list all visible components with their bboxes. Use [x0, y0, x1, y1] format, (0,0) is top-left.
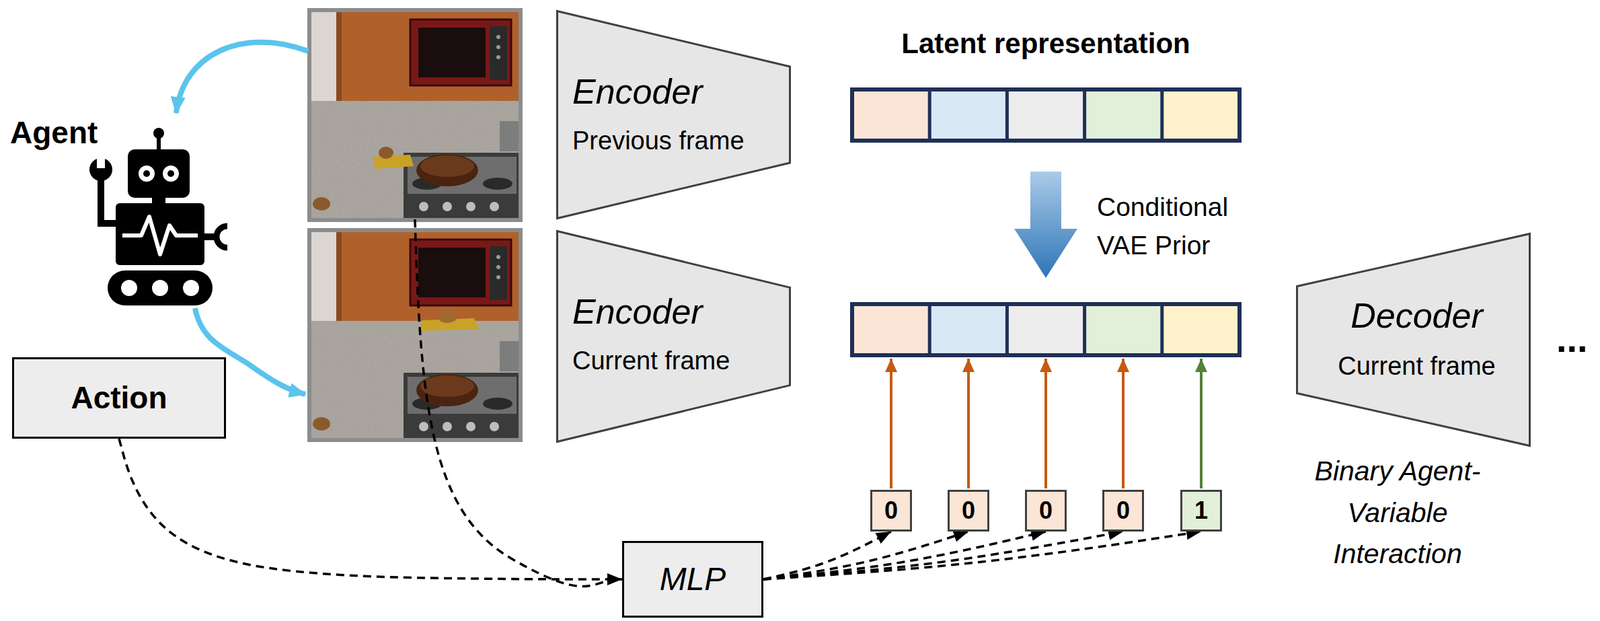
node-title: 1: [1194, 495, 1208, 525]
robot-treads: [107, 270, 213, 306]
encoder-block: EncoderPrevious frame: [556, 10, 791, 220]
potato: [378, 146, 394, 159]
mlp-box: MLP: [622, 540, 764, 618]
latent-cell: [1006, 89, 1085, 141]
latent-cell: [929, 303, 1007, 356]
latent-bar: [852, 303, 1240, 356]
latent-divider: [929, 89, 1163, 141]
latent-cell: [852, 89, 930, 141]
binary-box: 0: [1102, 489, 1145, 532]
robot-pupil: [143, 170, 150, 177]
agent-label: Agent: [10, 114, 98, 152]
latent-border: [852, 303, 1240, 356]
section-title: Latent representation: [844, 26, 1248, 61]
interaction-label: Binary Agent-Variable Interaction: [1283, 450, 1512, 576]
node-title: Action: [70, 379, 167, 417]
latent-cell: [1162, 303, 1240, 356]
kitchen-image: [309, 10, 521, 220]
robot-pupil: [167, 170, 175, 177]
interaction-arrow: [1044, 358, 1048, 489]
interaction-arrow: [889, 358, 893, 489]
latent-cell: [852, 303, 930, 356]
latent-border: [852, 89, 1240, 141]
latent-cell: [1084, 89, 1163, 141]
latent-bar: [852, 89, 1240, 141]
latent-cell: [929, 89, 1007, 141]
robot-antenna: [153, 127, 165, 139]
potato: [437, 309, 458, 323]
node-title: 0: [1116, 495, 1130, 525]
node-title: Encoder: [572, 290, 703, 333]
trapezoid-outline: [557, 11, 791, 219]
node-title: Decoder: [1350, 294, 1483, 337]
node-title: 0: [1039, 495, 1053, 525]
binary-box: 0: [1024, 489, 1067, 532]
node-title: 0: [884, 495, 898, 525]
robot-head: [127, 149, 190, 198]
interaction-arrow: [1199, 358, 1203, 489]
decoder-block: DecoderCurrent frame: [1296, 232, 1531, 447]
block-outline: [556, 10, 791, 220]
observation-arrow: [176, 42, 309, 113]
dashed-connector: [763, 531, 1046, 580]
dashed-connector: [763, 531, 1124, 580]
scene-objects: [309, 230, 521, 440]
prior-arrow: [1014, 171, 1078, 278]
prior-label: Conditional VAE Prior: [1096, 188, 1266, 265]
robot-body: [115, 203, 205, 265]
trapezoid-outline: [557, 231, 791, 442]
encoder-block: EncoderCurrent frame: [556, 230, 791, 443]
latent-cell: [1084, 303, 1163, 356]
latent-divider: [929, 303, 1163, 356]
trapezoid-outline: [1297, 234, 1531, 446]
robot-wheel: [182, 279, 200, 296]
action-box: Action: [12, 357, 226, 439]
robot-arm: [100, 180, 116, 224]
dashed-connector: [763, 531, 1202, 580]
interaction-arrow: [1121, 358, 1125, 489]
image-frame: [309, 10, 521, 220]
robot-wrench: [96, 156, 105, 169]
node-subtitle: Current frame: [1337, 351, 1496, 383]
continuation-dots: ...: [1556, 316, 1588, 362]
node-subtitle: Current frame: [572, 345, 730, 377]
cutting-board: [373, 154, 414, 169]
robot-eye: [162, 165, 179, 182]
heartbeat-line: [122, 216, 198, 255]
robot-eye: [138, 165, 155, 182]
dashed-connector: [119, 438, 623, 580]
binary-box: 0: [870, 489, 912, 532]
scene-objects: [309, 10, 521, 220]
latent-cell: [1162, 89, 1240, 141]
robot-wheel: [121, 279, 138, 296]
node-subtitle: Previous frame: [572, 125, 745, 157]
node-title: 0: [961, 495, 976, 525]
image-frame: [309, 230, 521, 440]
block-outline: [556, 230, 791, 443]
kitchen-image: [309, 230, 521, 440]
robot-claw: [216, 225, 228, 248]
robot-wheel: [151, 279, 169, 296]
binary-box: 1: [1180, 489, 1223, 532]
robot-icon: [89, 127, 228, 306]
block-outline: [1296, 232, 1531, 447]
node-title: MLP: [659, 559, 727, 599]
latent-cell: [1006, 303, 1085, 356]
binary-box: 0: [947, 489, 990, 532]
interaction-arrow: [967, 358, 970, 489]
node-title: Encoder: [572, 70, 703, 113]
